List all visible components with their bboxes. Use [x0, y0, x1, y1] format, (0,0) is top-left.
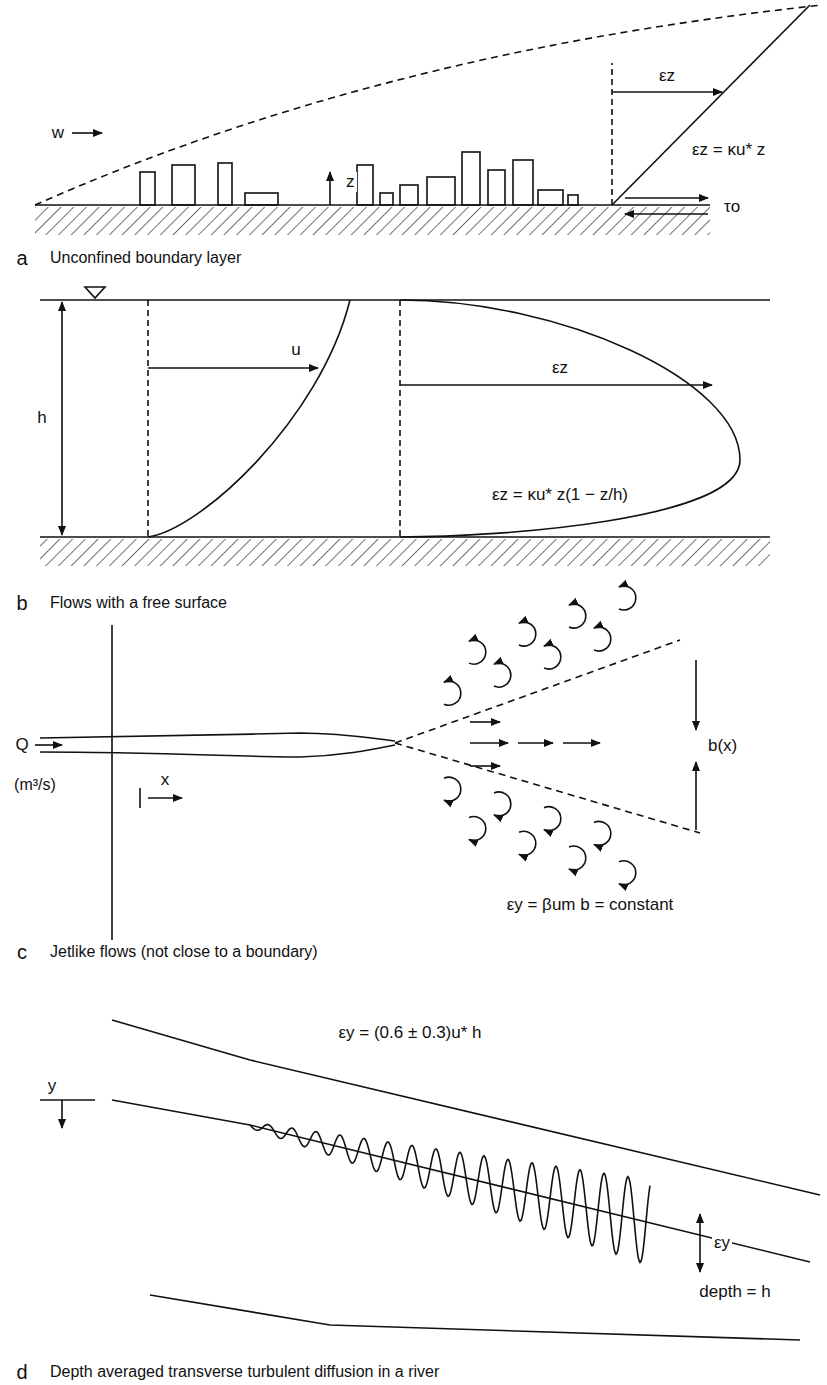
panel-letter: c — [15, 940, 29, 964]
velocity-profile — [148, 300, 350, 537]
eddy — [519, 831, 536, 855]
y-axis-tick — [40, 1099, 95, 1101]
axis-label: y — [46, 1076, 59, 1096]
eddy — [494, 792, 511, 816]
variable-label: εz — [657, 66, 677, 86]
diffusivity-profile — [400, 300, 740, 537]
outfall-wall — [111, 625, 113, 940]
variable-label: h — [35, 408, 48, 428]
boundary-layer-edge — [35, 5, 822, 205]
river-bank — [112, 1020, 820, 1195]
eddy — [569, 604, 586, 628]
panel-caption: Flows with a free surface — [48, 593, 229, 612]
variable-label: εz — [550, 358, 570, 378]
diffusivity-profile — [612, 5, 810, 205]
equation: εy = (0.6 ± 0.3)u* h — [336, 1023, 483, 1043]
surface-symbol — [85, 287, 105, 298]
flow-arrow — [518, 742, 553, 744]
jet-edge — [395, 640, 680, 743]
reference-line — [147, 300, 149, 537]
eddy — [544, 807, 561, 831]
flow-arrow — [470, 742, 508, 744]
panel-d — [40, 1020, 820, 1340]
y-axis-arrow — [61, 1100, 63, 1128]
flow-arrow — [470, 765, 500, 767]
eddy — [594, 821, 611, 845]
panel-letter: b — [14, 591, 29, 615]
eddy — [619, 586, 636, 610]
shear-arrow — [625, 197, 708, 199]
ground-hatch — [35, 207, 710, 235]
variable-label: w — [50, 123, 66, 143]
eddy — [594, 627, 611, 651]
panel-caption: Jetlike flows (not close to a boundary) — [48, 942, 320, 961]
width-arrow — [695, 660, 697, 730]
roughness-blocks — [140, 152, 578, 205]
shear-arrow — [625, 213, 708, 215]
reference-line — [399, 300, 401, 537]
eddy — [519, 622, 536, 646]
axis-label: z — [344, 172, 357, 192]
equation: εy = βum b = constant — [505, 895, 676, 915]
flow-arrow — [470, 721, 500, 723]
depth-arrow — [61, 302, 63, 535]
panel-c — [35, 586, 700, 940]
equation: εz = κu* z(1 − z/h) — [490, 485, 630, 505]
variable-label: εy — [712, 1233, 732, 1253]
velocity-arrow — [148, 367, 318, 369]
bed-hatch — [40, 539, 770, 566]
variable-label: τo — [722, 197, 742, 217]
jet-nozzle — [40, 745, 395, 757]
jet-nozzle — [40, 733, 395, 741]
diffusivity-arrow — [612, 91, 722, 93]
eddy — [494, 663, 511, 687]
panel-b — [40, 287, 770, 566]
diffusivity-arrow — [400, 384, 712, 386]
eddy — [544, 645, 561, 669]
panel-a — [35, 5, 822, 235]
plume-oscillation — [250, 1125, 650, 1263]
wind-arrow — [72, 132, 102, 134]
eddy — [619, 861, 636, 885]
flow-arrow — [563, 742, 600, 744]
panel-letter: a — [14, 246, 29, 270]
unit-label: (m³/s) — [12, 775, 58, 794]
eddy — [444, 777, 461, 801]
variable-label: Q — [13, 735, 30, 755]
eddy — [444, 681, 461, 705]
x-axis-arrow — [148, 797, 182, 799]
eddy — [569, 846, 586, 870]
eddy — [469, 817, 486, 841]
origin-tick — [139, 788, 141, 808]
eddies — [444, 586, 636, 885]
panel-caption: Unconfined boundary layer — [48, 248, 243, 267]
variable-label: b(x) — [706, 736, 739, 756]
axis-label: x — [159, 770, 172, 790]
z-axis-arrow — [329, 172, 331, 205]
width-arrow — [695, 762, 697, 830]
reference-line — [611, 63, 613, 205]
panel-letter: d — [14, 1360, 29, 1384]
variable-label: u — [289, 340, 302, 360]
panel-caption: Depth averaged transverse turbulent diff… — [48, 1362, 441, 1381]
river-centerline — [112, 1100, 810, 1262]
equation: εz = κu* z — [690, 140, 767, 160]
eddy — [469, 640, 486, 664]
inflow-arrow — [35, 744, 62, 746]
spread-arrow — [699, 1214, 701, 1272]
jet-edge — [395, 743, 700, 833]
dimension-label: depth = h — [697, 1282, 772, 1302]
